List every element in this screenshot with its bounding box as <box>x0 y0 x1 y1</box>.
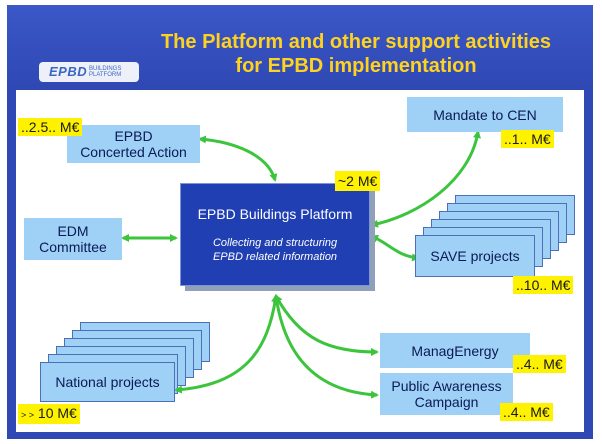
logo-small-line2: PLATFORM <box>89 72 122 78</box>
save-projects-label: SAVE projects <box>430 248 520 264</box>
platform-title: EPBD Buildings Platform <box>197 206 353 222</box>
mandate-cen-budget-tag: ..1.. M€ <box>501 130 554 148</box>
platform-budget-tag: ~2 M€ <box>335 171 381 191</box>
public-awareness-line1: Public Awareness <box>391 378 502 394</box>
public-awareness-box: Public Awareness Campaign <box>380 373 513 415</box>
manag-energy-box: ManagEnergy <box>380 333 530 368</box>
public-awareness-budget-tag: ..4.. M€ <box>500 403 553 421</box>
save-projects-box: SAVE projects <box>415 235 535 277</box>
epbd-logo: EPBD BUILDINGS PLATFORM <box>39 62 139 82</box>
slide-title: The Platform and other support activitie… <box>124 30 588 78</box>
platform-box: EPBD Buildings Platform Collecting and s… <box>180 183 370 286</box>
manag-energy-label: ManagEnergy <box>411 342 499 359</box>
slide-title-line1: The Platform and other support activitie… <box>160 31 552 53</box>
national-projects-budget-tag: > > 10 M€ <box>18 404 80 424</box>
mandate-cen-box: Mandate to CEN <box>407 97 563 132</box>
public-awareness-line2: Campaign <box>414 394 479 410</box>
national-projects-budget-prefix: > > <box>21 410 35 420</box>
logo-small-text: BUILDINGS PLATFORM <box>89 66 121 78</box>
concerted-action-line2: Concerted Action <box>80 144 187 160</box>
mandate-cen-label: Mandate to CEN <box>433 106 537 123</box>
slide-title-line2: for EPBD implementation <box>235 55 477 77</box>
platform-subtitle-line1: Collecting and structuring <box>212 237 338 249</box>
national-projects-label: National projects <box>55 374 160 390</box>
platform-subtitle-line2: EPBD related information <box>212 251 338 263</box>
logo-small-line1: BUILDINGS <box>89 66 122 72</box>
national-projects-budget-value: 10 M€ <box>37 405 77 421</box>
edm-committee-line1: EDM <box>57 223 89 239</box>
concerted-action-box: EPBD Concerted Action <box>67 125 200 163</box>
concerted-action-budget-tag: ..2.5.. M€ <box>18 118 83 136</box>
manag-energy-budget-tag: ..4.. M€ <box>513 355 566 373</box>
logo-main-text: EPBD <box>49 64 88 79</box>
save-projects-budget-tag: ..10.. M€ <box>513 276 574 294</box>
platform-subtitle: Collecting and structuring EPBD related … <box>189 236 361 264</box>
edm-committee-box: EDM Committee <box>24 218 122 260</box>
edm-committee-line2: Committee <box>39 239 107 255</box>
concerted-action-line1: EPBD <box>114 128 153 144</box>
national-projects-box: National projects <box>40 362 175 402</box>
